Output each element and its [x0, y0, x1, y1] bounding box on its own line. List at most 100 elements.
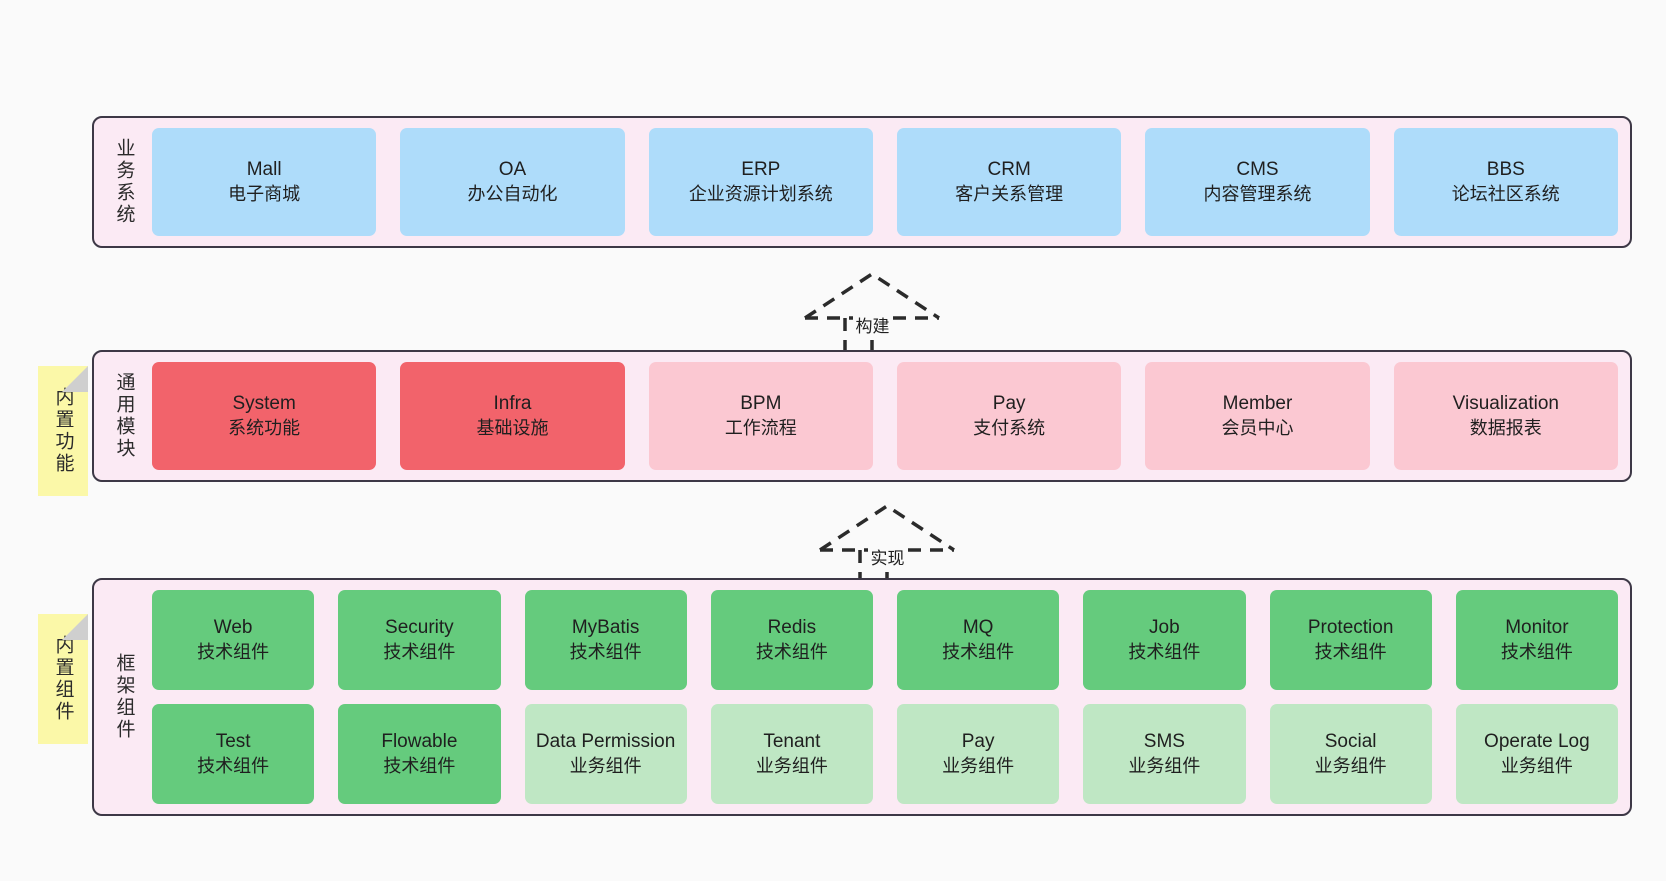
node-operate-log[interactable]: Operate Log 业务组件	[1455, 704, 1618, 804]
node-sms[interactable]: SMS 业务组件	[1083, 704, 1246, 804]
node-security[interactable]: Security 技术组件	[338, 590, 501, 690]
connector-build: 构建	[800, 268, 945, 353]
node-subtitle: 业务组件	[1128, 755, 1201, 776]
node-title: Social	[1324, 731, 1377, 753]
node-protection[interactable]: Protection 技术组件	[1269, 590, 1432, 690]
node-subtitle: 电子商城	[228, 183, 301, 204]
node-subtitle: 业务组件	[942, 755, 1015, 776]
node-title: Test	[215, 731, 251, 753]
node-title: Pay	[992, 393, 1026, 415]
layer-cells-common-module: System 系统功能 Infra 基础设施 BPM 工作流程 Pay 支付系统…	[142, 362, 1618, 470]
node-title: Protection	[1307, 617, 1394, 639]
node-subtitle: 技术组件	[383, 641, 456, 662]
node-subtitle: 技术组件	[569, 641, 642, 662]
node-bpm[interactable]: BPM 工作流程	[648, 362, 873, 470]
node-pay-business[interactable]: Pay 业务组件	[897, 704, 1060, 804]
node-title: BBS	[1486, 159, 1525, 181]
generalization-arrow-icon	[819, 503, 955, 583]
node-title: MyBatis	[571, 617, 640, 639]
node-redis[interactable]: Redis 技术组件	[710, 590, 873, 690]
node-bbs[interactable]: BBS 论坛社区系统	[1393, 128, 1618, 236]
node-subtitle: 支付系统	[973, 417, 1046, 438]
cell-row: Test 技术组件 Flowable 技术组件 Data Permission …	[152, 704, 1618, 804]
node-subtitle: 系统功能	[228, 417, 301, 438]
node-mall[interactable]: Mall 电子商城	[152, 128, 377, 236]
node-job[interactable]: Job 技术组件	[1083, 590, 1246, 690]
layer-title-business-system: 业务系统	[113, 138, 135, 226]
node-subtitle: 内容管理系统	[1203, 183, 1312, 204]
node-subtitle: 技术组件	[197, 641, 270, 662]
node-title: MQ	[962, 617, 994, 639]
node-cms[interactable]: CMS 内容管理系统	[1145, 128, 1370, 236]
layer-cells-business-system: Mall 电子商城 OA 办公自动化 ERP 企业资源计划系统 CRM 客户关系…	[142, 128, 1618, 236]
node-subtitle: 业务组件	[569, 755, 642, 776]
node-mybatis[interactable]: MyBatis 技术组件	[524, 590, 687, 690]
connector-label-build: 构建	[852, 312, 893, 337]
node-title: ERP	[741, 159, 781, 181]
connector-label-implement: 实现	[867, 544, 908, 569]
cell-row: System 系统功能 Infra 基础设施 BPM 工作流程 Pay 支付系统…	[152, 362, 1618, 470]
node-oa[interactable]: OA 办公自动化	[400, 128, 625, 236]
node-title: Tenant	[763, 731, 821, 753]
tab-builtin-function: 内置功能	[38, 366, 88, 496]
node-member[interactable]: Member 会员中心	[1145, 362, 1370, 470]
node-visualization[interactable]: Visualization 数据报表	[1393, 362, 1618, 470]
node-system[interactable]: System 系统功能	[152, 362, 377, 470]
node-subtitle: 技术组件	[383, 755, 456, 776]
node-crm[interactable]: CRM 客户关系管理	[896, 128, 1122, 236]
node-subtitle: 技术组件	[755, 641, 828, 662]
tab-builtin-component: 内置组件	[38, 614, 88, 744]
node-subtitle: 技术组件	[197, 755, 270, 776]
layer-title-framework-component: 框架组件	[113, 653, 135, 741]
layer-framework-component: 框架组件 Web 技术组件 Security 技术组件 MyBatis 技术组件…	[92, 578, 1632, 816]
node-subtitle: 技术组件	[1128, 641, 1201, 662]
node-subtitle: 办公自动化	[467, 183, 558, 204]
node-title: Data Permission	[535, 731, 676, 753]
node-erp[interactable]: ERP 企业资源计划系统	[648, 128, 873, 236]
node-title: Web	[213, 617, 253, 639]
node-subtitle: 工作流程	[724, 417, 797, 438]
node-mq[interactable]: MQ 技术组件	[897, 590, 1060, 690]
layer-business-system: 业务系统 Mall 电子商城 OA 办公自动化 ERP 企业资源计划系统 CRM…	[92, 116, 1632, 248]
node-social[interactable]: Social 业务组件	[1269, 704, 1432, 804]
node-subtitle: 会员中心	[1221, 417, 1294, 438]
node-title: Redis	[767, 617, 817, 639]
node-title: Operate Log	[1484, 731, 1590, 753]
connector-implement: 实现	[815, 500, 960, 585]
node-subtitle: 客户关系管理	[955, 183, 1064, 204]
node-subtitle: 技术组件	[1314, 641, 1387, 662]
node-title: BPM	[740, 393, 782, 415]
node-title: Visualization	[1452, 393, 1559, 415]
generalization-arrow-icon	[804, 271, 940, 351]
node-subtitle: 基础设施	[476, 417, 549, 438]
node-title: Job	[1149, 617, 1180, 639]
node-infra[interactable]: Infra 基础设施	[400, 362, 625, 470]
node-flowable[interactable]: Flowable 技术组件	[338, 704, 501, 804]
node-data-permission[interactable]: Data Permission 业务组件	[524, 704, 687, 804]
node-title: Infra	[493, 393, 532, 415]
node-subtitle: 论坛社区系统	[1451, 183, 1560, 204]
node-pay[interactable]: Pay 支付系统	[896, 362, 1122, 470]
node-title: OA	[498, 159, 527, 181]
tab-label: 内置功能	[52, 387, 74, 475]
node-tenant[interactable]: Tenant 业务组件	[710, 704, 873, 804]
node-monitor[interactable]: Monitor 技术组件	[1455, 590, 1618, 690]
layer-common-module: 通用模块 System 系统功能 Infra 基础设施 BPM 工作流程 Pay…	[92, 350, 1632, 482]
node-title: SMS	[1143, 731, 1185, 753]
node-subtitle: 业务组件	[1314, 755, 1387, 776]
layer-title-common-module: 通用模块	[113, 372, 135, 460]
node-title: Mall	[246, 159, 282, 181]
node-test[interactable]: Test 技术组件	[152, 704, 315, 804]
cell-row: Web 技术组件 Security 技术组件 MyBatis 技术组件 Redi…	[152, 590, 1618, 690]
node-subtitle: 业务组件	[755, 755, 828, 776]
node-title: Member	[1222, 393, 1293, 415]
node-subtitle: 数据报表	[1469, 417, 1542, 438]
tab-label: 内置组件	[52, 635, 74, 723]
node-web[interactable]: Web 技术组件	[152, 590, 315, 690]
node-subtitle: 技术组件	[1500, 641, 1573, 662]
node-title: System	[232, 393, 296, 415]
layer-cells-framework-component: Web 技术组件 Security 技术组件 MyBatis 技术组件 Redi…	[142, 590, 1618, 804]
node-title: Security	[385, 617, 454, 639]
node-subtitle: 技术组件	[942, 641, 1015, 662]
